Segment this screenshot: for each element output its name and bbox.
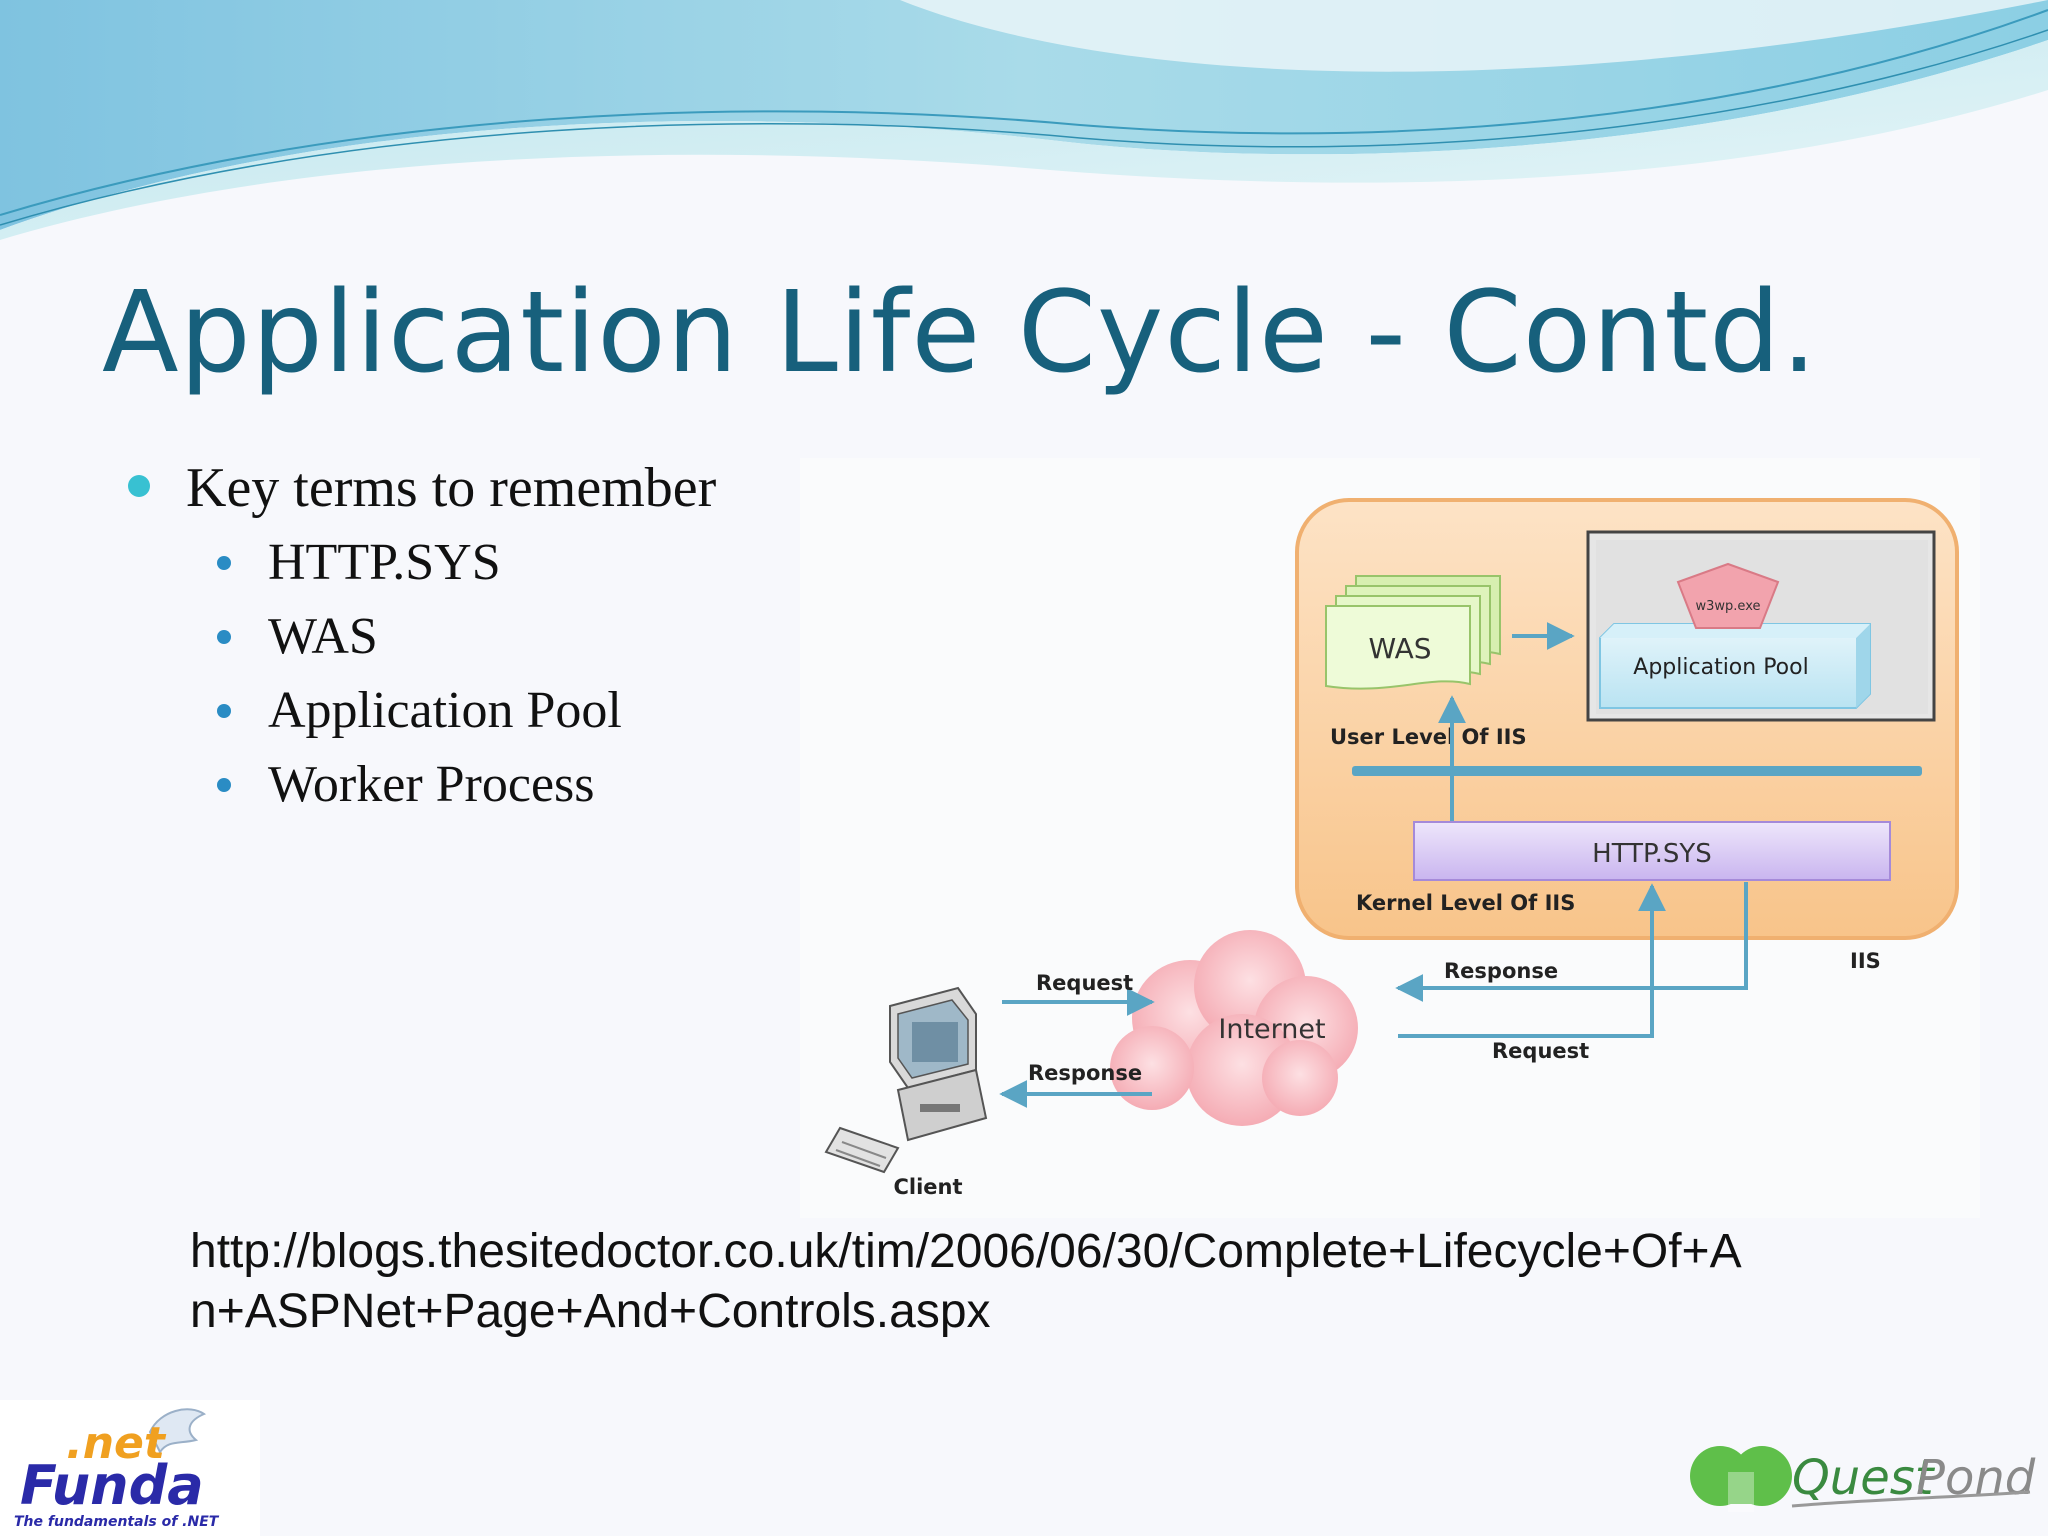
bullet-dot-icon xyxy=(128,475,150,497)
bullet-list: Key terms to remember HTTP.SYS WAS Appli… xyxy=(120,450,716,822)
request-right-label: Request xyxy=(1492,1039,1589,1063)
sub-bullet-item: WAS xyxy=(120,600,716,674)
http-sys-label: HTTP.SYS xyxy=(1592,839,1712,869)
internet-cloud xyxy=(1110,930,1358,1126)
source-url-line-1[interactable]: http://blogs.thesitedoctor.co.uk/tim/200… xyxy=(190,1225,1742,1278)
w3wp-label: w3wp.exe xyxy=(1696,599,1761,614)
bullet-dot-icon xyxy=(217,704,231,718)
sub-bullet-item: HTTP.SYS xyxy=(120,526,716,600)
was-documents xyxy=(1325,575,1501,690)
bullet-dot-icon xyxy=(217,630,231,644)
response-left-label: Response xyxy=(1028,1061,1142,1085)
response-path-right xyxy=(1395,882,1748,1002)
logo-tagline-text: The fundamentals of .NET xyxy=(14,1514,220,1530)
request-path-right xyxy=(1398,883,1666,1038)
internet-label: Internet xyxy=(1218,1014,1325,1045)
sub-bullet-text: WAS xyxy=(268,608,378,665)
level-divider xyxy=(1352,766,1922,776)
questpond-mark-icon xyxy=(1690,1446,1792,1512)
logo-net-text: .net xyxy=(66,1418,167,1469)
user-level-label: User Level Of IIS xyxy=(1330,725,1527,749)
sub-bullet-text: Application Pool xyxy=(268,682,622,739)
w3wp-shape xyxy=(1676,562,1780,629)
client-computer-icon xyxy=(824,986,988,1174)
app-pool-label: Application Pool xyxy=(1633,655,1808,680)
bullet-text: Key terms to remember xyxy=(186,457,717,519)
source-url[interactable]: http://blogs.thesitedoctor.co.uk/tim/200… xyxy=(190,1222,1910,1342)
request-left-label: Request xyxy=(1036,971,1133,995)
sub-bullet-text: HTTP.SYS xyxy=(268,534,501,591)
bullet-item: Key terms to remember xyxy=(120,450,716,526)
http-sys-box xyxy=(1413,821,1891,881)
logo-funda-text: Funda xyxy=(20,1454,204,1517)
questpond-logo: Quest Pond xyxy=(1690,1446,2036,1512)
source-url-line-2[interactable]: n+ASPNet+Page+And+Controls.aspx xyxy=(190,1285,991,1338)
slide-title: Application Life Cycle - Contd. xyxy=(102,268,1818,398)
header-wave-banner xyxy=(0,0,2048,240)
iis-label: IIS xyxy=(1850,949,1881,973)
dotnet-funda-logo: .net Funda The fundamentals of .NET xyxy=(0,1400,260,1536)
response-right-label: Response xyxy=(1444,959,1558,983)
client-label: Client xyxy=(893,1175,962,1199)
kernel-level-label: Kernel Level Of IIS xyxy=(1356,891,1575,915)
was-label: WAS xyxy=(1368,632,1431,665)
sub-bullet-item: Application Pool xyxy=(120,674,716,748)
bullet-dot-icon xyxy=(217,556,231,570)
sub-bullet-text: Worker Process xyxy=(268,756,595,813)
bullet-dot-icon xyxy=(217,778,231,792)
sub-bullet-item: Worker Process xyxy=(120,748,716,822)
iis-diagram: Application Pool w3wp.exe WAS User Level… xyxy=(800,458,1980,1218)
logo-quest-text: Quest xyxy=(1792,1450,1936,1506)
